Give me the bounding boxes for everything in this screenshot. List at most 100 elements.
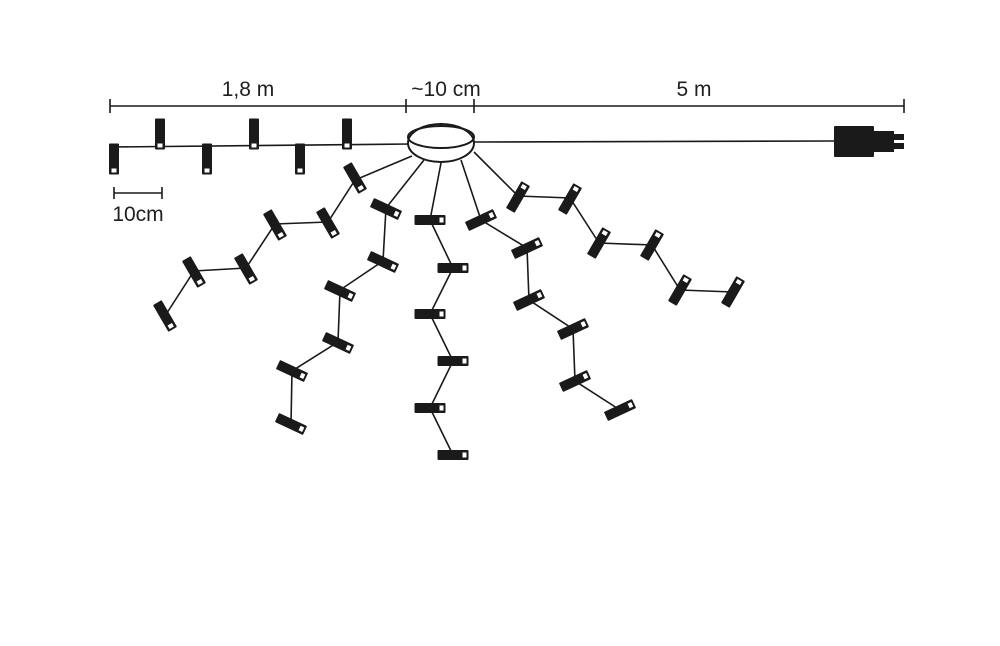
- bulb-tip: [536, 292, 543, 299]
- bulb-body: [557, 318, 589, 340]
- bulbs: [109, 118, 745, 460]
- led-bulb-icon: [370, 198, 402, 220]
- radial-wire-1: [164, 155, 413, 317]
- bulb-tip: [393, 210, 400, 217]
- led-bulb-icon: [182, 256, 206, 288]
- bulb-tip: [347, 292, 354, 299]
- ring-connector-icon: [407, 123, 475, 163]
- radial-wire-5: [473, 151, 734, 293]
- led-bulb-icon: [249, 118, 259, 150]
- bulb-tip: [462, 358, 467, 364]
- led-bulb-icon: [414, 403, 446, 413]
- bulb-tip: [488, 212, 495, 219]
- led-bulb-icon: [668, 274, 692, 306]
- bulb-tip: [572, 186, 579, 193]
- bulb-tip: [654, 232, 661, 239]
- led-bulb-icon: [276, 360, 308, 382]
- bulb-body: [465, 209, 497, 231]
- plug-pin-bottom: [894, 143, 904, 149]
- bulb-body: [370, 198, 402, 220]
- bulb-tip: [520, 184, 527, 191]
- bulb-body: [153, 300, 177, 332]
- bulb-tip: [357, 184, 364, 191]
- led-bulb-icon: [109, 143, 119, 175]
- bulb-body: [511, 237, 543, 259]
- dimension-lines: [109, 99, 905, 113]
- bulb-body: [559, 370, 591, 392]
- bulb-tip: [251, 143, 257, 148]
- bulb-body: [414, 215, 446, 225]
- bulb-tip: [627, 402, 634, 409]
- hub-spacing-label: ~10 cm: [411, 78, 480, 101]
- bulb-tip: [462, 265, 467, 271]
- bulb-body: [437, 263, 469, 273]
- bulb-body: [295, 143, 305, 175]
- bulb-body: [414, 309, 446, 319]
- lead-cable-wire: [473, 140, 835, 143]
- led-bulb-icon: [640, 229, 664, 261]
- led-bulb-icon: [153, 300, 177, 332]
- led-bulb-icon: [295, 143, 305, 175]
- bulb-body: [414, 403, 446, 413]
- bulb-tip: [582, 373, 589, 380]
- led-bulb-icon: [155, 118, 165, 150]
- bulb-spacing-label: 10cm: [112, 203, 163, 226]
- bulb-tip: [344, 143, 350, 148]
- bulb-tip: [390, 263, 397, 270]
- bulb-tip: [248, 275, 255, 282]
- led-bulb-icon: [342, 118, 352, 150]
- led-bulb-icon: [557, 318, 589, 340]
- led-bulb-icon: [513, 289, 545, 311]
- bulb-spacing-scale: [113, 187, 163, 199]
- bulb-body: [322, 332, 354, 354]
- led-bulb-icon: [275, 413, 307, 435]
- bulb-tip: [277, 231, 284, 238]
- led-bulb-icon: [437, 263, 469, 273]
- led-bulb-icon: [234, 253, 258, 285]
- bulb-body: [276, 360, 308, 382]
- led-bulb-icon: [343, 162, 367, 194]
- led-bulb-icon: [316, 207, 340, 239]
- led-bulb-icon: [558, 183, 582, 215]
- bulb-tip: [534, 240, 541, 247]
- bulb-tip: [297, 168, 303, 173]
- bulb-tip: [204, 168, 210, 173]
- power-plug-icon: [834, 126, 904, 157]
- bulb-body: [202, 143, 212, 175]
- bulb-tip: [682, 277, 689, 284]
- led-bulb-icon: [506, 181, 530, 213]
- plug-collar: [874, 131, 894, 152]
- lead-cable-length-label: 5 m: [676, 78, 711, 101]
- bulb-tip: [196, 278, 203, 285]
- bulb-body: [604, 399, 636, 421]
- led-bulb-icon: [202, 143, 212, 175]
- bulb-tip: [298, 425, 305, 432]
- bulb-tip: [580, 321, 587, 328]
- plug-body: [834, 126, 874, 157]
- bulb-body: [249, 118, 259, 150]
- bulb-tip: [345, 344, 352, 351]
- bulb-tip: [601, 230, 608, 237]
- led-bulb-icon: [324, 280, 356, 302]
- main-strand-length-label: 1,8 m: [222, 78, 275, 101]
- bulb-tip: [167, 322, 174, 329]
- bulb-tip: [735, 279, 742, 286]
- bulb-tip: [439, 405, 444, 411]
- bulb-body: [155, 118, 165, 150]
- bulb-body: [367, 251, 399, 273]
- bulb-tip: [439, 217, 444, 223]
- led-bulb-icon: [414, 215, 446, 225]
- led-bulb-icon: [414, 309, 446, 319]
- led-bulb-icon: [465, 209, 497, 231]
- led-bulb-icon: [721, 276, 745, 308]
- bulb-tip: [299, 372, 306, 379]
- led-bulb-icon: [437, 356, 469, 366]
- led-bulb-icon: [322, 332, 354, 354]
- led-bulb-icon: [587, 227, 611, 259]
- bulb-tip: [439, 311, 444, 317]
- bulb-body: [513, 289, 545, 311]
- bulb-tip: [330, 229, 337, 236]
- led-bulb-icon: [604, 399, 636, 421]
- led-bulb-icon: [263, 209, 287, 241]
- bulb-body: [109, 143, 119, 175]
